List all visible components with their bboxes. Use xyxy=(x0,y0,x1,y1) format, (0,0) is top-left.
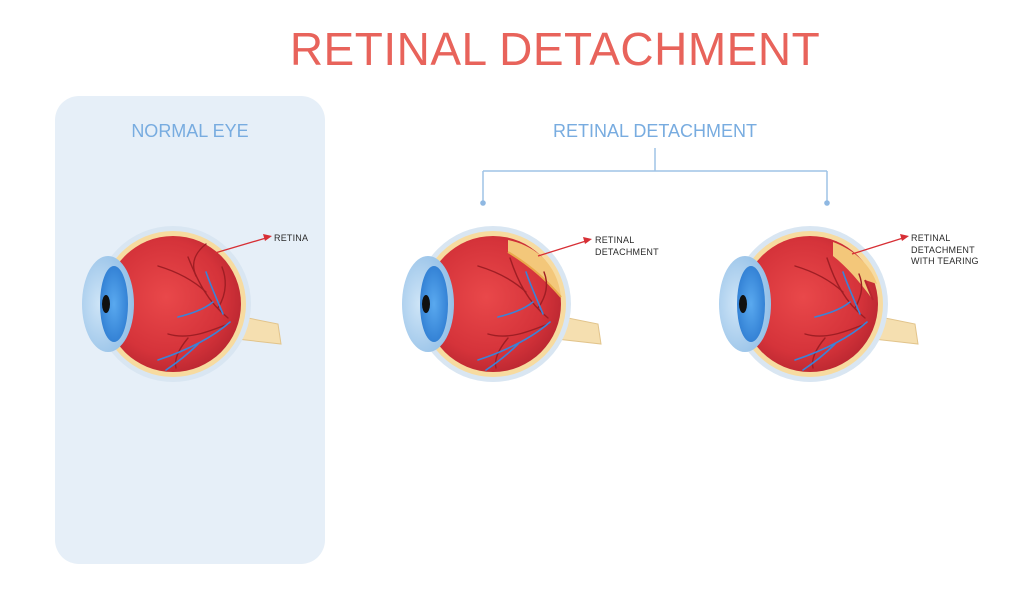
bracket-dot-right xyxy=(824,200,830,206)
retinal-detachment-tearing-label: RETINAL DETACHMENT WITH TEARING xyxy=(911,233,979,266)
main-title: RETINAL DETACHMENT xyxy=(289,23,821,75)
detachment-group-heading: RETINAL DETACHMENT xyxy=(552,121,757,141)
retinal-detachment-label: RETINAL DETACHMENT xyxy=(595,235,659,257)
bracket-dot-left xyxy=(480,200,486,206)
detachment-eye-illustration xyxy=(402,226,602,382)
tearing-eye-illustration xyxy=(719,226,919,382)
normal-eye-illustration xyxy=(82,226,282,382)
retina-label: RETINA xyxy=(274,233,309,243)
normal-eye-heading: NORMAL EYE xyxy=(131,121,249,141)
